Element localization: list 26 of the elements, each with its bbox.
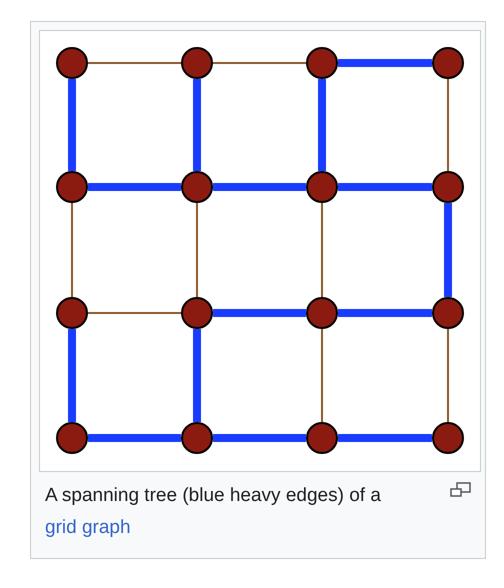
tree-edge — [213, 309, 306, 317]
graph-edge — [196, 203, 198, 297]
tree-edge — [88, 183, 181, 191]
tree-edge — [213, 183, 306, 191]
graph-edge — [447, 329, 449, 422]
tree-edge — [68, 329, 76, 422]
graph-edge — [321, 203, 323, 297]
graph-edge — [321, 329, 323, 422]
tree-edge — [318, 79, 326, 171]
graph-edge — [88, 312, 181, 314]
graph-edge — [88, 62, 181, 64]
tree-edge — [193, 329, 201, 422]
graph-edge — [71, 203, 73, 297]
figure-caption: A spanning tree (blue heavy edges) of a — [45, 485, 381, 506]
tree-edge — [213, 434, 306, 442]
graph-edge — [447, 79, 449, 171]
tree-edge — [338, 183, 432, 191]
tree-edge — [338, 434, 432, 442]
tree-edge — [88, 434, 181, 442]
tree-edge — [338, 59, 432, 67]
tree-edge — [338, 309, 432, 317]
tree-edge — [444, 203, 452, 297]
caption-link: grid graph — [45, 517, 131, 538]
tree-edge — [68, 79, 76, 171]
tree-edge — [193, 79, 201, 171]
graph-edge — [213, 62, 306, 64]
